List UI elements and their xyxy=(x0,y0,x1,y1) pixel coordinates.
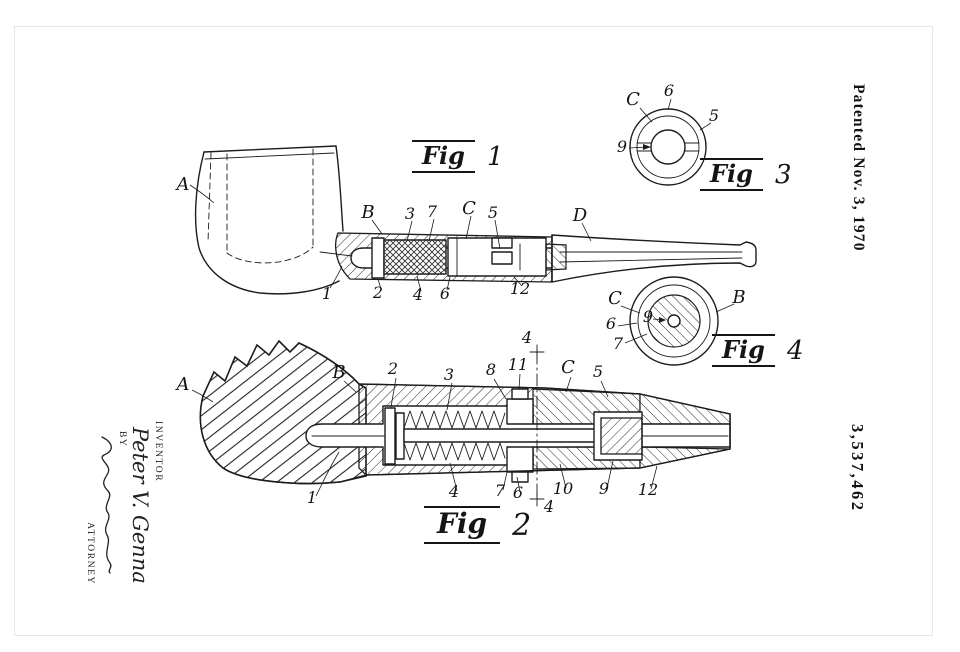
fig1-label-word: Fig xyxy=(412,140,475,174)
fig3-callout-5: 5 xyxy=(709,106,719,125)
fig2-callout-A: A xyxy=(175,374,190,395)
fig2-drawing: A B 2 3 8 11 C 5 4 1 4 7 6 10 9 12 4 xyxy=(175,328,731,516)
fig1-callout-C: C xyxy=(462,198,476,219)
fig2-label: Fig 2 xyxy=(424,506,532,545)
patent-number: 3,537,462 xyxy=(848,424,867,513)
fig1-callout-A: A xyxy=(175,174,190,195)
fig1-label-num: 1 xyxy=(486,141,504,172)
fig3-callout-6: 6 xyxy=(664,81,674,100)
fig3-callout-C: C xyxy=(626,89,640,110)
fig3-label-num: 3 xyxy=(774,159,792,190)
fig2-callout-4-left: 4 xyxy=(448,482,459,501)
by-label: BY xyxy=(117,431,127,448)
fig2-callout-B: B xyxy=(331,362,345,383)
fig1-bowl-chamber-dashed xyxy=(207,148,314,264)
fig4-callout-B: B xyxy=(731,287,745,308)
fig2-callout-4-top: 4 xyxy=(521,328,532,347)
fig4-drawing: C 6 7 B 9 xyxy=(606,276,746,366)
fig2-callout-C: C xyxy=(561,357,575,378)
fig4-callout-C: C xyxy=(608,288,622,309)
fig2-plug xyxy=(600,417,643,455)
attorney-signature xyxy=(101,436,112,574)
fig2-cap-top xyxy=(511,388,529,400)
fig1-callout-6: 6 xyxy=(440,284,450,303)
fig2-callout-10: 10 xyxy=(553,479,573,498)
fig2-cap-bottom xyxy=(511,471,529,483)
fig2-callout-6: 6 xyxy=(513,483,523,502)
fig2-stop-bottom xyxy=(506,446,534,473)
attorney-caption: ATTORNEY xyxy=(85,522,95,585)
fig1-stem xyxy=(551,234,757,283)
patent-date: Patented Nov. 3, 1970 xyxy=(850,84,867,252)
fig2-callout-2: 2 xyxy=(387,359,398,378)
fig3-drawing: C 6 5 9 xyxy=(617,81,719,186)
fig1-callout-7: 7 xyxy=(427,202,438,221)
fig1-callout-4: 4 xyxy=(412,285,423,304)
fig3-label: Fig 3 xyxy=(700,158,792,192)
fig1-callout-2: 2 xyxy=(372,283,383,302)
fig4-label-num: 4 xyxy=(786,335,804,366)
fig4-callout-9: 9 xyxy=(643,307,653,326)
fig2-bolt-flange xyxy=(384,407,396,465)
fig4-callout-7: 7 xyxy=(613,334,624,353)
fig2-callout-11: 11 xyxy=(508,355,528,374)
fig2-spring-top xyxy=(403,410,506,429)
fig2-callout-1: 1 xyxy=(307,488,317,507)
fig2-callout-7: 7 xyxy=(495,481,506,500)
fig2-callout-5: 5 xyxy=(593,362,603,381)
fig1-flange xyxy=(371,237,385,279)
fig4-label: Fig 4 xyxy=(712,334,804,368)
fig3-callout-9: 9 xyxy=(617,137,627,156)
fig1-bowl-outline xyxy=(194,151,340,295)
fig1-callout-3: 3 xyxy=(405,204,415,223)
fig1-callout-D: D xyxy=(572,205,588,226)
signature-block: INVENTOR Peter V. Genna BY ATTORNEY xyxy=(51,421,163,591)
fig4-callout-6: 6 xyxy=(606,314,616,333)
fig1-drawing: A B 3 7 C 5 D 1 2 4 6 12 xyxy=(175,145,757,304)
fig1-callout-5: 5 xyxy=(488,203,498,222)
fig1-callout-B: B xyxy=(360,202,374,223)
fig4-label-word: Fig xyxy=(712,334,775,368)
fig2-stop-top xyxy=(506,398,534,425)
fig2-callout-8: 8 xyxy=(486,360,496,379)
fig2-bolt-rod xyxy=(403,428,617,443)
fig2-spring-bottom xyxy=(403,442,506,461)
fig2-callout-3: 3 xyxy=(444,365,454,384)
fig2-callout-4-bottom: 4 xyxy=(543,497,554,516)
fig2-callout-12: 12 xyxy=(638,480,658,499)
fig1-label: Fig 1 xyxy=(412,140,504,174)
fig2-label-num: 2 xyxy=(512,507,532,543)
fig3-label-word: Fig xyxy=(700,158,763,192)
fig1-tenon xyxy=(545,243,567,271)
inventor-caption: INVENTOR xyxy=(153,421,163,483)
inventor-name: Peter V. Genna xyxy=(128,427,152,584)
fig2-callout-9: 9 xyxy=(599,479,609,498)
fig1-callout-1: 1 xyxy=(322,284,332,303)
fig1-callout-12: 12 xyxy=(510,279,530,298)
fig2-label-word: Fig xyxy=(424,506,501,545)
